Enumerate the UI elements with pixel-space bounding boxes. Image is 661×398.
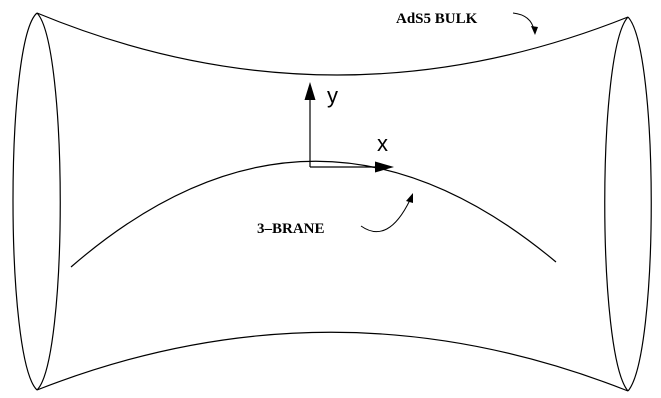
right-ellipse-back-edge — [604, 16, 629, 392]
bulk-top-edge — [36, 12, 629, 76]
left-ellipse-back-edge — [12, 12, 38, 391]
left-ellipse-front-edge — [36, 12, 61, 391]
bulk-label: AdS5 BULK — [396, 11, 478, 27]
right-end-ellipse — [604, 16, 652, 392]
y-axis-arrow — [304, 82, 316, 167]
right-ellipse-front-edge — [627, 16, 652, 392]
x-axis-arrow — [310, 161, 394, 173]
bulk-bottom-edge — [36, 331, 629, 392]
brane-pointer-arrow — [360, 193, 413, 233]
brane-label: 3–BRANE — [257, 221, 325, 237]
left-end-ellipse — [12, 12, 61, 391]
bulk-pointer-arrow — [512, 12, 538, 35]
brane-curve — [70, 160, 557, 268]
axis-x-label: x — [377, 131, 388, 156]
axis-y-label: y — [327, 83, 338, 108]
